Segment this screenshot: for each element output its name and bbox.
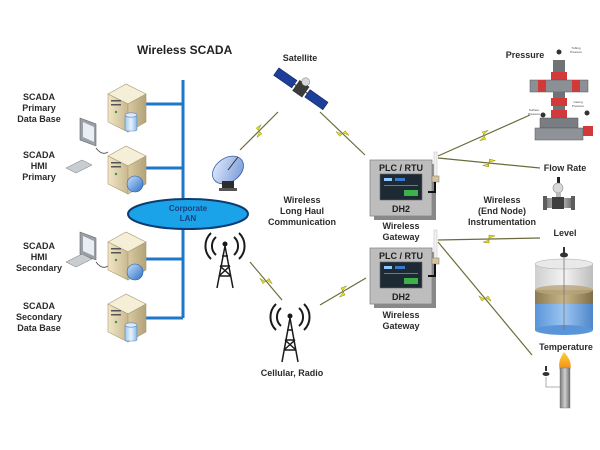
long-haul-label: Wireless Long Haul Communication [267,195,336,227]
gateway-to-temperature-lightning-icon [478,295,492,302]
end-node-label: Wireless (End Node) Instrumentation [467,195,536,227]
gateway-2-model: DH2 [391,292,410,302]
cellular-tower-icon [269,303,311,363]
wireless-links [239,111,541,356]
gateway-1-caption: Wireless Gateway [382,221,420,242]
gateway-to-pressure-lightning-icon [479,130,489,141]
gateway-2-caption: Wireless Gateway [382,310,420,331]
temperature-label: Temperature [539,342,593,352]
lan-wiring [144,80,185,320]
wireless-gateway-1 [369,151,440,220]
radio-tower-icon [204,232,246,289]
server-label-secondary-hmi: SCADA HMI Secondary [15,241,63,273]
secondary-hmi-workstation-icon [65,231,147,281]
surface-pressure-label: Surface Pressure [527,108,540,116]
satellite-label: Satellite [282,53,318,63]
server-label-secondary-database: SCADA Secondary Data Base [15,301,63,333]
temperature-flare-icon [542,352,571,409]
antenna-icon [433,151,438,179]
server-label-primary-hmi: SCADA HMI Primary [22,150,56,182]
flow-rate-label: Flow Rate [543,163,587,173]
level-tank-icon [534,247,594,335]
primary-hmi-workstation-icon [65,117,147,195]
tubing-pressure-label: Tubing Pressure [569,46,582,54]
satellite-dish-icon [212,155,244,191]
wireless-gateway-2 [369,229,440,308]
corporate-lan-label: Corporate LAN [168,204,208,223]
cellular-radio-label: Cellular, Radio [260,368,324,378]
satellite-icon [273,67,329,111]
dish-to-satellite-lightning-icon [255,124,263,138]
corporate-lan [127,198,249,230]
flow-meter-icon [543,177,575,210]
secondary-database-server-icon [107,293,147,343]
antenna-icon [433,229,438,261]
pressure-wellhead-icon [529,49,593,141]
level-label: Level [553,228,577,238]
gateway-2-header: PLC / RTU [379,251,423,261]
gateway-to-level-lightning-icon [482,234,496,244]
diagram-title: Wireless SCADA [137,43,233,57]
gateway-1-header: PLC / RTU [379,163,423,173]
tower-to-cellular-lightning-icon [259,278,273,284]
pressure-label: Pressure [505,50,545,60]
primary-database-server-icon [107,83,147,133]
gateway-to-flow-lightning-icon [482,158,496,168]
satellite-to-gateway-lightning-icon [335,130,350,137]
server-label-primary-database: SCADA Primary Data Base [17,92,61,124]
cellular-to-gateway-lightning-icon [339,285,347,298]
gateway-1-model: DH2 [391,204,410,214]
casing-pressure-label: Casing Pressure [571,100,584,108]
